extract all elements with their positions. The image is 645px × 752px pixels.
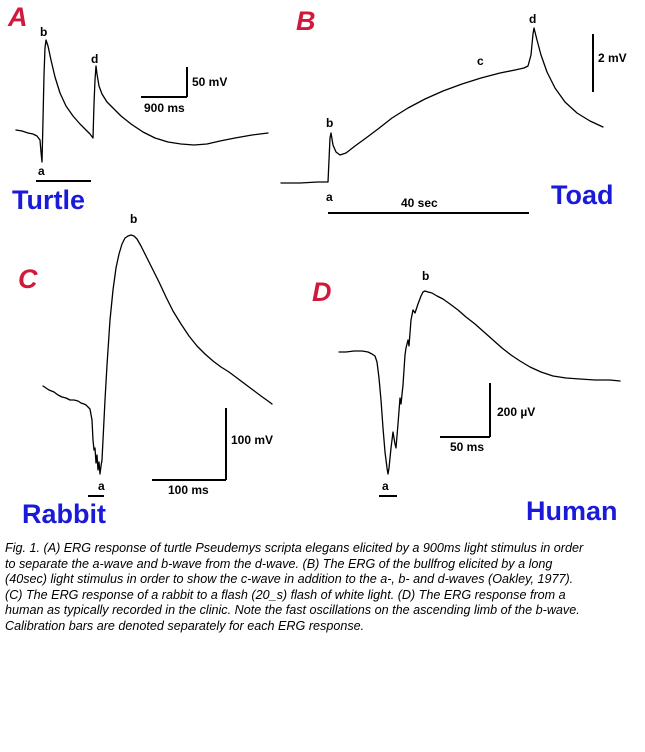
scale-label-t-toad: 40 sec [401,196,438,210]
scale-label-v-human: 200 µV [497,405,535,419]
wave-label-b-turtle: b [40,25,47,39]
caption-line: human as typically recorded in the clini… [5,603,580,618]
erg-trace-toad [280,27,604,184]
scale-label-v-turtle: 50 mV [192,75,227,89]
scale-label-t-turtle: 900 ms [144,101,185,115]
species-label-toad: Toad [551,180,614,210]
erg-trace-rabbit [42,234,273,475]
wave-label-d-turtle: d [91,52,98,66]
wave-label-d-toad: d [529,12,536,26]
caption-line: Calibration bars are denoted separately … [5,618,365,633]
panel-letter-b: B [296,6,316,36]
scale-label-t-human: 50 ms [450,440,484,454]
species-label-human: Human [526,496,618,526]
caption-line: Fig. 1. (A) ERG response of turtle Pseud… [5,541,584,555]
wave-label-b-rabbit: b [130,212,137,226]
wave-label-c-toad: c [477,54,484,68]
species-label-turtle: Turtle [12,185,85,215]
panel-letter-d: D [312,277,332,307]
scale-label-t-rabbit: 100 ms [168,483,209,497]
scale-label-v-toad: 2 mV [598,51,627,65]
wave-label-a-human: a [382,479,389,493]
wave-label-b-toad: b [326,116,333,130]
wave-label-a-rabbit: a [98,479,105,493]
scale-label-v-rabbit: 100 mV [231,433,273,447]
wave-label-a-turtle: a [38,164,45,178]
caption-line: (40sec) light stimulus in order to show … [5,572,574,587]
wave-label-b-human: b [422,269,429,283]
panel-letter-c: C [18,264,38,294]
figure-caption: Fig. 1. (A) ERG response of turtle Pseud… [5,541,643,635]
erg-trace-human [338,290,621,475]
erg-trace-turtle [15,39,269,163]
caption-line: to separate the a-wave and b-wave from t… [5,556,553,571]
caption-line: (C) The ERG response of a rabbit to a fl… [5,587,566,602]
species-label-rabbit: Rabbit [22,499,106,529]
panel-letter-a: A [8,2,28,32]
wave-label-a-toad: a [326,190,333,204]
